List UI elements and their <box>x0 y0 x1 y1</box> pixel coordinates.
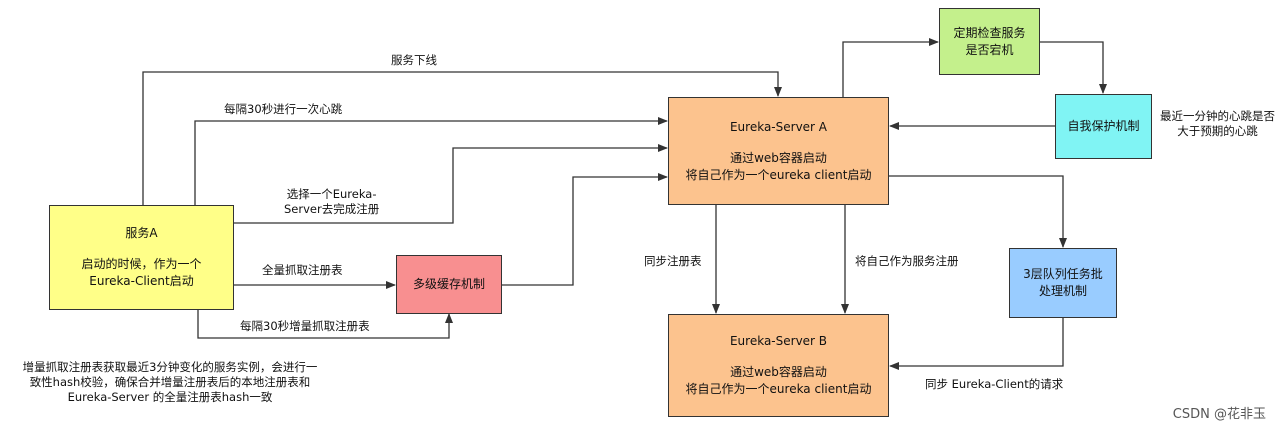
edge-server-a-to-queue <box>888 175 1067 248</box>
heartbeat-note-line2: 大于预期的心跳 <box>1177 124 1258 138</box>
incremental-note-line2: 致性hash校验，确保合并增量注册表后的本地注册表和 <box>29 375 311 389</box>
edge-incr-fetch <box>197 310 453 339</box>
watermark: CSDN @花非玉 <box>1172 407 1266 422</box>
eureka-server-b-node: Eureka-Server B 通过web容器启动 将自己作为一个eureka … <box>668 314 889 417</box>
edge-server-a-to-check <box>842 38 939 97</box>
edge-label-register-line1: 选择一个Eureka- <box>286 187 377 201</box>
periodic-check-node: 定期检查服务 是否宕机 <box>939 8 1040 75</box>
edge-register <box>233 144 668 224</box>
edge-check-to-protect <box>1040 41 1107 94</box>
edge-label-self-register: 将自己作为服务注册 <box>855 254 959 268</box>
edge-label-full-fetch: 全量抓取注册表 <box>262 263 343 277</box>
service-a-node: 服务A 启动的时候，作为一个 Eureka-Client启动 <box>49 205 234 310</box>
edge-queue-to-server-b <box>889 318 1064 370</box>
server-b-line1: 通过web容器启动 <box>730 365 827 379</box>
edge-heartbeat <box>194 117 668 205</box>
service-a-title: 服务A <box>125 226 158 240</box>
server-b-title: Eureka-Server B <box>729 334 828 348</box>
multi-cache-label: 多级缓存机制 <box>412 277 485 291</box>
incremental-fetch-note: 增量抓取注册表获取最近3分钟变化的服务实例，会进行一 致性hash校验，确保合并… <box>4 360 336 405</box>
queue-node: 3层队列任务批 处理机制 <box>1009 248 1117 318</box>
edge-label-heartbeat-note: 最近一分钟的心跳是否 大于预期的心跳 <box>1155 109 1280 139</box>
edge-label-sync-client: 同步 Eureka-Client的请求 <box>925 377 1064 391</box>
queue-line1: 3层队列任务批 <box>1023 267 1103 281</box>
heartbeat-note-line1: 最近一分钟的心跳是否 <box>1160 109 1275 123</box>
periodic-check-line1: 定期检查服务 <box>953 25 1026 40</box>
server-b-line2: 将自己作为一个eureka client启动 <box>685 382 872 396</box>
incremental-note-line1: 增量抓取注册表获取最近3分钟变化的服务实例，会进行一 <box>22 360 318 374</box>
periodic-check-line2: 是否宕机 <box>965 42 1014 57</box>
edge-label-offline: 服务下线 <box>391 53 437 67</box>
self-protect-label: 自我保护机制 <box>1067 119 1140 133</box>
edge-cache-to-server-a <box>502 173 668 286</box>
queue-line2: 处理机制 <box>1038 284 1087 298</box>
edge-label-incr-fetch: 每隔30秒增量抓取注册表 <box>240 319 370 333</box>
self-protect-node: 自我保护机制 <box>1055 94 1152 159</box>
edge-label-register: 选择一个Eureka- Server去完成注册 <box>284 187 379 217</box>
edge-offline <box>142 71 782 205</box>
server-a-line2: 将自己作为一个eureka client启动 <box>685 167 872 182</box>
multi-cache-node: 多级缓存机制 <box>396 255 502 314</box>
edge-label-register-line2: Server去完成注册 <box>284 202 380 216</box>
service-a-line1: 启动的时候，作为一个 <box>81 257 202 271</box>
edge-label-sync-registry: 同步注册表 <box>644 254 702 268</box>
edge-label-heartbeat: 每隔30秒进行一次心跳 <box>224 102 343 116</box>
eureka-server-a-node: Eureka-Server A 通过web容器启动 将自己作为一个eureka … <box>668 97 889 205</box>
service-a-line2: Eureka-Client启动 <box>89 274 194 288</box>
incremental-note-line3: Eureka-Server 的全量注册表hash一致 <box>67 390 273 404</box>
server-a-line1: 通过web容器启动 <box>730 150 827 165</box>
server-a-title: Eureka-Server A <box>729 119 828 134</box>
